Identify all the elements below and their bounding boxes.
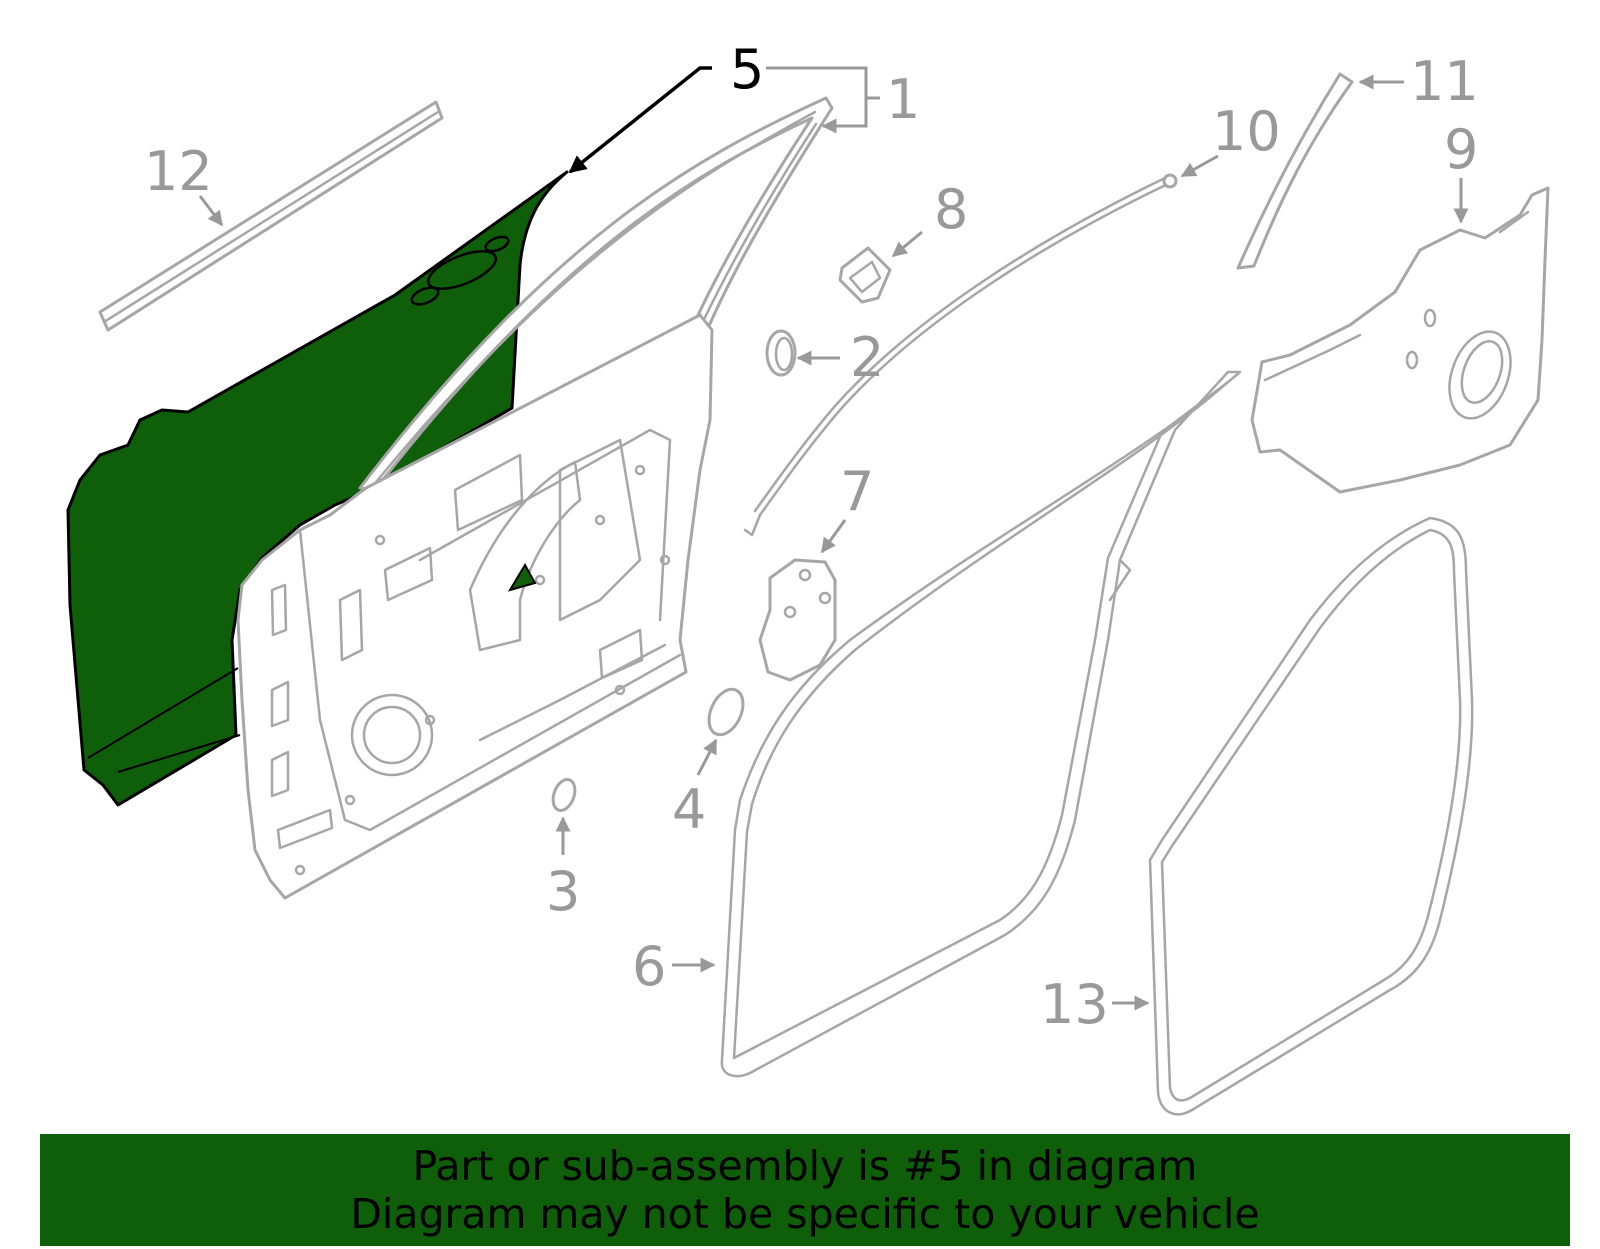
banner-line-disclaimer: Diagram may not be specific to your vehi… — [350, 1190, 1260, 1238]
info-banner: Part or sub-assembly is #5 in diagram Di… — [40, 1134, 1570, 1246]
callout-7[interactable]: 7 — [840, 460, 874, 523]
part-6-door-weatherstrip[interactable] — [720, 370, 1242, 1078]
banner-line-part: Part or sub-assembly is #5 in diagram — [412, 1142, 1198, 1190]
leader-10 — [1180, 154, 1219, 178]
leader-8 — [891, 230, 923, 258]
part-12-belt-molding[interactable] — [98, 100, 444, 332]
callout-2[interactable]: 2 — [850, 326, 884, 389]
part-5-door-outer-panel[interactable] — [66, 170, 569, 807]
callout-10[interactable]: 10 — [1212, 100, 1281, 163]
part-2-plug[interactable] — [765, 329, 797, 377]
callout-8[interactable]: 8 — [934, 178, 968, 241]
part-3-grommet[interactable] — [549, 777, 579, 814]
callout-3[interactable]: 3 — [546, 860, 580, 923]
callout-12[interactable]: 12 — [144, 140, 213, 203]
callout-6[interactable]: 6 — [632, 935, 666, 998]
part-8-clip[interactable] — [838, 246, 892, 304]
leader-4 — [696, 738, 718, 776]
part-4-grommet[interactable] — [702, 684, 749, 740]
callout-5[interactable]: 5 — [730, 38, 764, 101]
part-1-door-shell[interactable] — [236, 96, 834, 900]
callout-11[interactable]: 11 — [1410, 50, 1479, 113]
callout-4[interactable]: 4 — [672, 778, 706, 841]
part-9-water-shield[interactable] — [1250, 186, 1550, 494]
callout-1[interactable]: 1 — [886, 68, 920, 131]
leader-12 — [198, 195, 224, 227]
part-7-door-check[interactable] — [758, 558, 837, 682]
callout-9[interactable]: 9 — [1444, 118, 1478, 181]
part-11-frame-molding[interactable] — [1236, 72, 1354, 270]
leader-7 — [820, 519, 847, 554]
part-10-glass-run[interactable] — [743, 173, 1178, 537]
leader-5 — [568, 66, 712, 174]
part-13-body-weatherstrip[interactable] — [1148, 516, 1474, 1116]
callout-13[interactable]: 13 — [1040, 973, 1109, 1036]
